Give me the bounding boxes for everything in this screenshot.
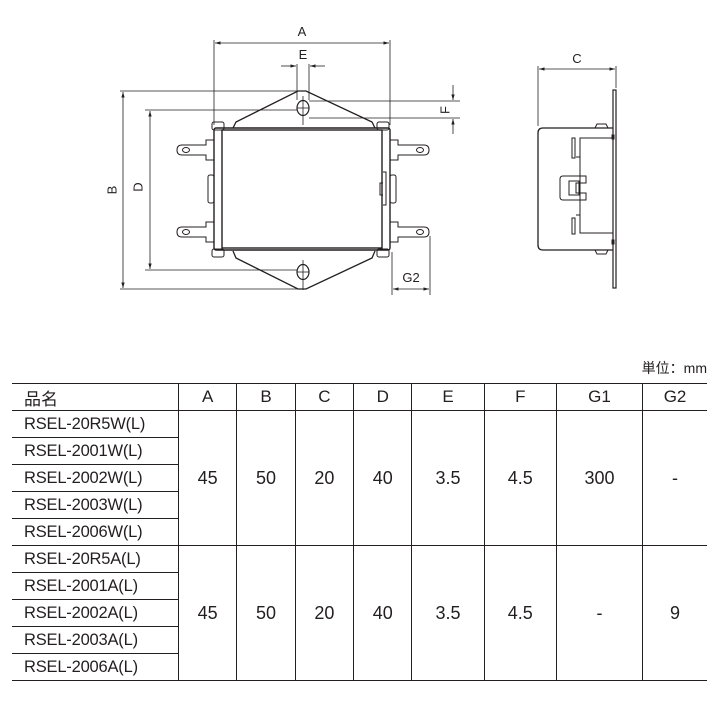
header-e: E — [411, 383, 485, 411]
value-e: 3.5 — [411, 545, 485, 681]
table-row: RSEL-2006W(L) — [12, 518, 707, 546]
model-name: RSEL-2006W(L) — [12, 518, 179, 546]
model-name: RSEL-2003W(L) — [12, 491, 179, 519]
table-row: RSEL-2001A(L) — [12, 572, 707, 600]
dim-label-b: B — [104, 186, 119, 195]
header-d: D — [353, 383, 413, 411]
value-f: 4.5 — [483, 410, 557, 546]
model-name: RSEL-2001A(L) — [12, 572, 179, 600]
value-d: 40 — [353, 545, 413, 681]
table-row: RSEL-2003A(L) — [12, 626, 707, 654]
model-name: RSEL-2002A(L) — [12, 599, 179, 627]
unit-label: 単位：mm — [641, 360, 707, 376]
table-row: RSEL-2001W(L) — [12, 437, 707, 465]
value-a: 45 — [177, 410, 238, 546]
dim-label-f: F — [437, 106, 452, 114]
value-b: 50 — [236, 410, 296, 546]
spec-table: 品名 A B C D E F G1 G2 RSEL-20R5W(L) 45 50… — [12, 383, 707, 681]
model-name: RSEL-2003A(L) — [12, 626, 179, 654]
value-g1: - — [555, 545, 644, 681]
table-row: RSEL-20R5A(L) 45 50 20 40 3.5 4.5 - 9 — [12, 545, 707, 681]
model-name: RSEL-2002W(L) — [12, 464, 179, 492]
value-g2: 9 — [642, 545, 707, 681]
value-f: 4.5 — [483, 545, 557, 681]
table-row: RSEL-2003W(L) — [12, 491, 707, 519]
front-view: A E F B D G2 — [104, 24, 460, 295]
value-c: 20 — [294, 410, 355, 546]
side-view: C — [537, 51, 617, 289]
model-name: RSEL-20R5W(L) — [12, 410, 179, 438]
model-name: RSEL-2006A(L) — [12, 653, 179, 681]
header-f: F — [483, 383, 557, 411]
dimension-drawing: A E F B D G2 — [104, 24, 617, 295]
header-b: B — [236, 383, 296, 411]
header-c: C — [294, 383, 355, 411]
table-row: RSEL-20R5W(L) 45 50 20 40 3.5 4.5 300 - — [12, 410, 707, 546]
dim-label-d: D — [130, 182, 145, 191]
dim-label-g2: G2 — [402, 270, 419, 285]
table-row: RSEL-2002W(L) — [12, 464, 707, 492]
value-c: 20 — [294, 545, 355, 681]
value-d: 40 — [353, 410, 413, 546]
value-a: 45 — [177, 545, 238, 681]
table-row: RSEL-2006A(L) — [12, 653, 707, 681]
header-a: A — [177, 383, 238, 411]
header-g1: G1 — [555, 383, 644, 411]
model-name: RSEL-20R5A(L) — [12, 545, 179, 573]
table-row: RSEL-2002A(L) — [12, 599, 707, 627]
value-g1: 300 — [555, 410, 644, 546]
table-header-row: 品名 A B C D E F G1 G2 — [12, 383, 707, 411]
dim-label-c: C — [572, 51, 581, 66]
value-g2: - — [642, 410, 707, 546]
header-g2: G2 — [642, 383, 707, 411]
header-model-name: 品名 — [12, 383, 179, 411]
model-name: RSEL-2001W(L) — [12, 437, 179, 465]
value-e: 3.5 — [411, 410, 485, 546]
dim-label-e: E — [299, 47, 308, 62]
dim-label-a: A — [298, 24, 307, 39]
value-b: 50 — [236, 545, 296, 681]
